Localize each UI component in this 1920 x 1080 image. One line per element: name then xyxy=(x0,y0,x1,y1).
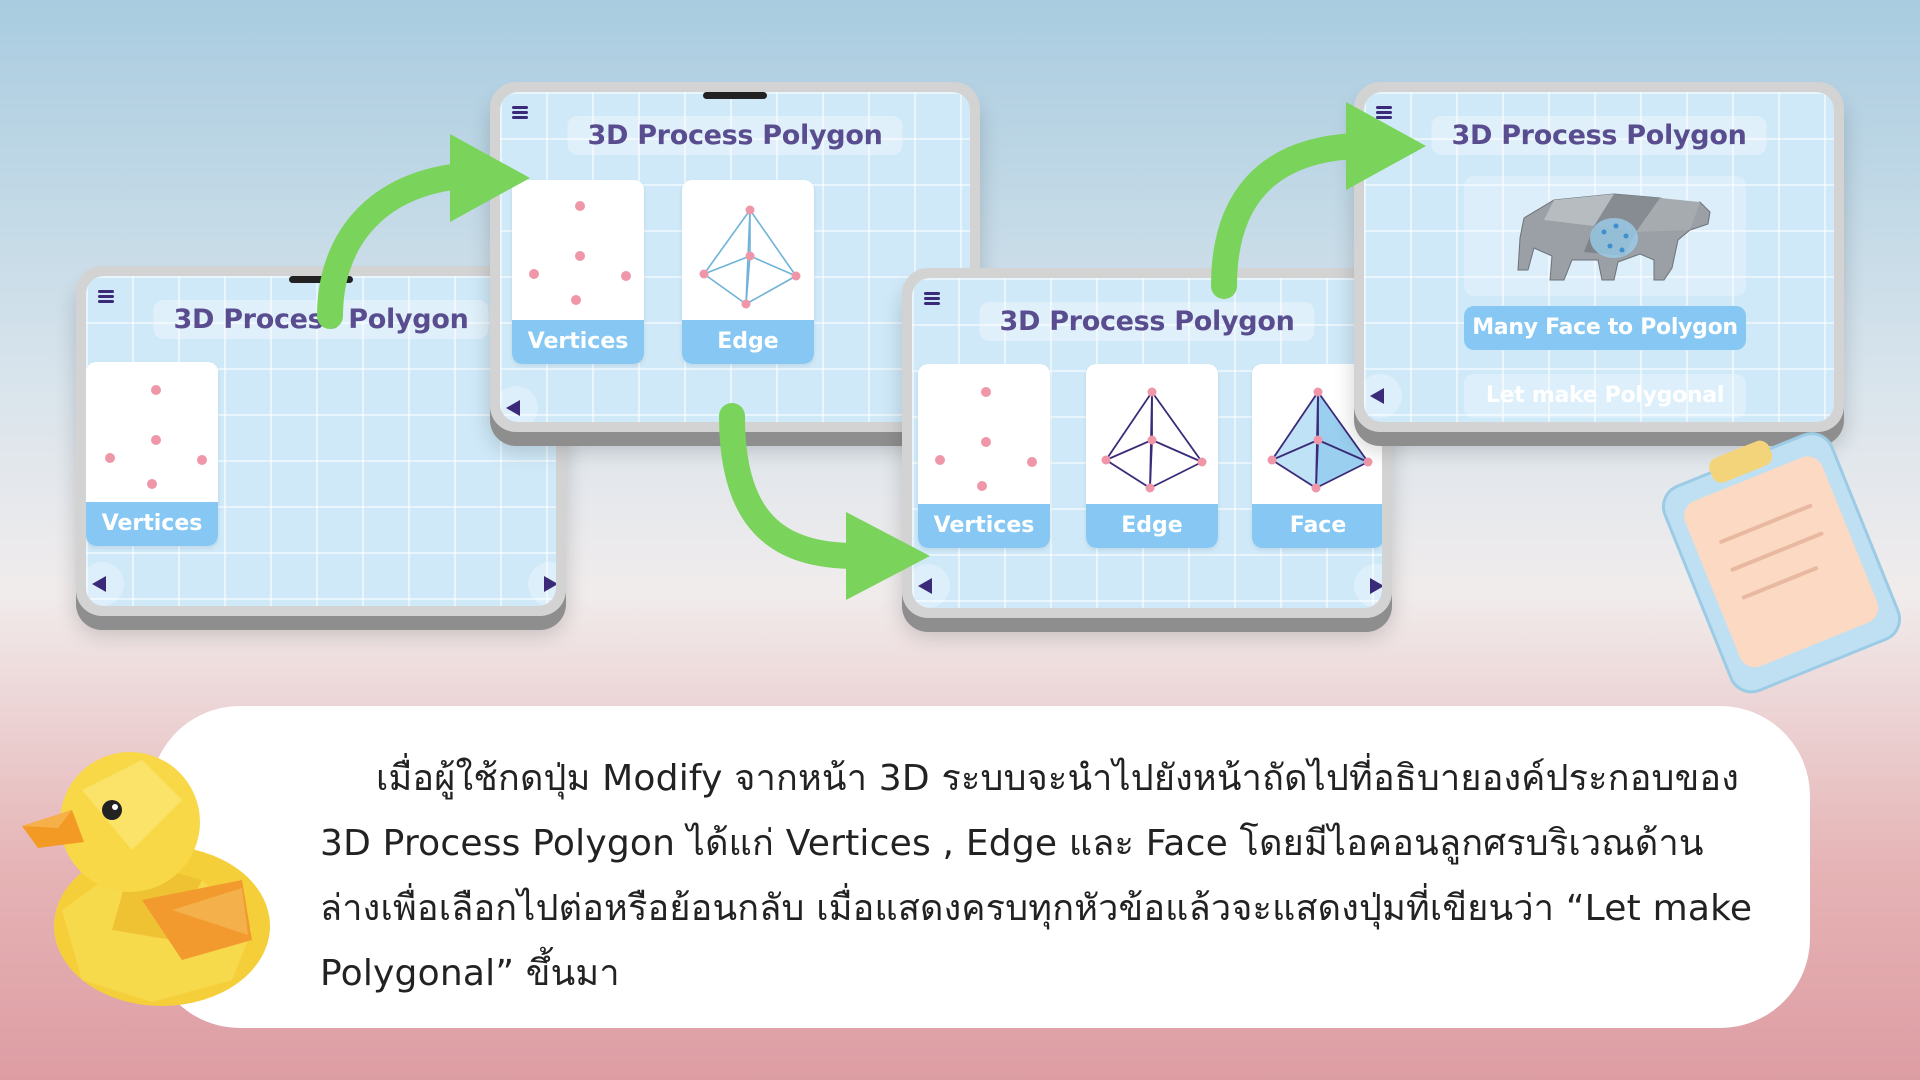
description-panel: เมื่อผู้ใช้กดปุ่ม Modify จากหน้า 3D ระบบ… xyxy=(150,706,1810,1028)
menu-icon[interactable] xyxy=(98,290,114,303)
card-edge[interactable]: Edge xyxy=(682,180,814,364)
app-screen: 3D Process Polygon Vertices xyxy=(912,278,1382,608)
card-face[interactable]: Face xyxy=(1252,364,1382,548)
chevron-right-icon[interactable] xyxy=(1354,564,1382,608)
card-vertices[interactable]: Vertices xyxy=(512,180,644,364)
flow-arrow-2 xyxy=(719,403,930,600)
vertices-diagram xyxy=(935,387,1037,491)
chevron-right-icon[interactable] xyxy=(528,562,556,606)
card-vertices[interactable]: Vertices xyxy=(86,362,218,546)
description-text: เมื่อผู้ใช้กดปุ่ม Modify จากหน้า 3D ระบบ… xyxy=(320,758,1753,994)
many-face-to-polygon-button[interactable]: Many Face to Polygon xyxy=(1464,306,1746,350)
menu-icon[interactable] xyxy=(512,106,528,119)
edge-diagram xyxy=(699,205,801,309)
vertices-diagram xyxy=(105,385,207,489)
app-screen: 3D Process Polygon Many Face to Polygon … xyxy=(1364,92,1834,422)
flow-arrow-3 xyxy=(1211,102,1426,299)
menu-icon[interactable] xyxy=(924,292,940,305)
card-label: Edge xyxy=(682,320,814,364)
device-face-screen: 3D Process Polygon Vertices xyxy=(902,268,1392,618)
menu-icon[interactable] xyxy=(1376,106,1392,119)
chevron-left-icon[interactable] xyxy=(912,564,950,608)
card-vertices[interactable]: Vertices xyxy=(918,364,1050,548)
device-notch xyxy=(703,92,767,99)
edge-diagram xyxy=(1101,387,1207,493)
page-title: 3D Process Polygon xyxy=(567,116,903,155)
vertices-diagram xyxy=(529,201,631,305)
card-label: Edge xyxy=(1086,504,1218,548)
app-screen: 3D Process Polygon Vertices xyxy=(500,92,970,422)
chevron-left-icon[interactable] xyxy=(86,562,124,606)
page-title: 3D Process Polygon xyxy=(1431,116,1767,155)
bear-model-panel xyxy=(1464,176,1746,296)
card-edge[interactable]: Edge xyxy=(1086,364,1218,548)
card-label: Face xyxy=(1252,504,1382,548)
card-label: Vertices xyxy=(918,504,1050,548)
let-make-polygonal-button[interactable]: Let make Polygonal xyxy=(1464,374,1746,418)
chevron-left-icon[interactable] xyxy=(1364,374,1402,418)
flow-arrow-1 xyxy=(317,134,530,329)
device-polygon-screen: 3D Process Polygon Many Face to Polygon … xyxy=(1354,82,1844,432)
face-diagram xyxy=(1267,387,1373,493)
card-label: Vertices xyxy=(86,502,218,546)
device-edge-screen: 3D Process Polygon Vertices xyxy=(490,82,980,432)
chevron-left-icon[interactable] xyxy=(500,386,538,422)
bear-model xyxy=(1517,193,1711,281)
clipboard-illustration xyxy=(1661,432,1902,694)
card-label: Vertices xyxy=(512,320,644,364)
page-title: 3D Process Polygon xyxy=(979,302,1315,341)
duck-illustration xyxy=(22,752,270,1006)
